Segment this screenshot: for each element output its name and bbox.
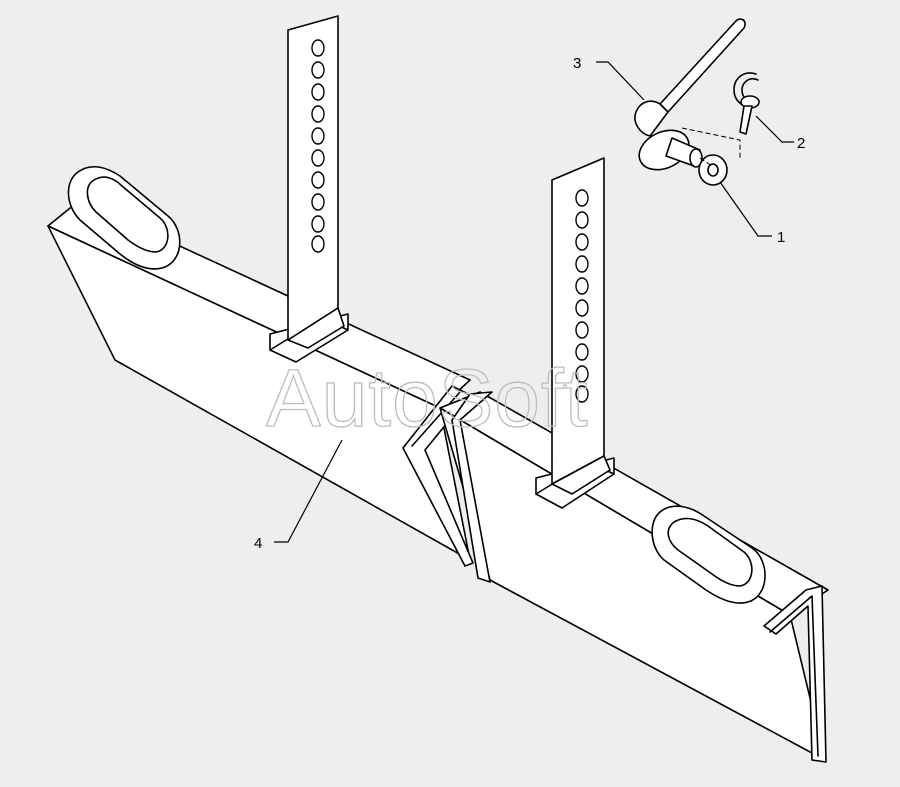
right-handle-slot — [651, 505, 766, 604]
right-upright-post — [535, 157, 615, 509]
callout-3: 3 — [573, 55, 645, 101]
callout-4: 4 — [254, 439, 343, 552]
watermark: AutoSoft — [266, 353, 589, 444]
right-post-holes — [575, 189, 589, 403]
left-post-holes — [311, 39, 325, 253]
callout-label: 1 — [777, 229, 785, 246]
lynch-pin — [733, 72, 760, 135]
left-handle-slot — [67, 165, 181, 270]
left-upright-post — [269, 15, 349, 363]
callout-2: 2 — [755, 115, 805, 152]
right-weight-segment — [439, 391, 829, 763]
washer — [698, 154, 728, 186]
left-weight-segment — [47, 165, 474, 567]
callout-1: 1 — [719, 181, 785, 246]
assembly-dashed-lines — [681, 127, 741, 167]
callout-label: 4 — [254, 535, 262, 552]
callout-label: 3 — [573, 55, 581, 72]
callout-label: 2 — [797, 135, 805, 152]
mounting-pin — [634, 18, 746, 171]
